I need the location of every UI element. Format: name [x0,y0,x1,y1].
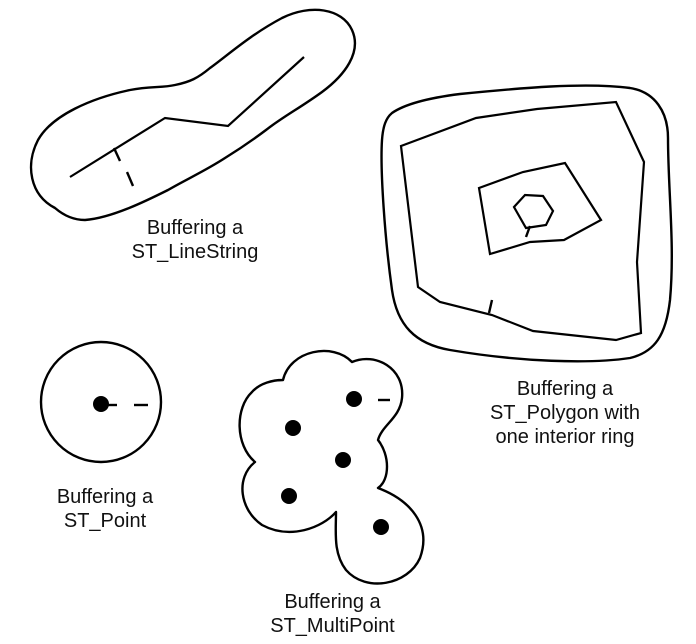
multipoint-example [238,349,425,585]
point-geometry [93,396,109,412]
caption-linestring: Buffering a ST_LineString [131,217,259,263]
polygon-interior-ring [512,193,555,230]
multipoint-geometry-point [346,391,362,407]
point-buffer-circle [39,340,163,464]
multipoint-geometry-point [335,452,351,468]
linestring-buffer-distance-mark [125,171,135,187]
multipoint-buffer-outline [238,349,425,585]
polygon-example [380,84,673,363]
polygon-buffer-distance-mark [487,299,494,314]
linestring-buffer-outline [29,8,357,222]
polygon-exterior-ring [399,100,646,342]
point-example [39,340,163,464]
multipoint-geometry-point [281,488,297,504]
linestring-buffer-distance-mark [112,147,122,162]
linestring-geometry [69,56,305,178]
caption-polygon: Buffering a ST_Polygon with one interior… [489,378,641,448]
polygon-interior-ring-buffer [477,161,603,256]
multipoint-geometry-point [285,420,301,436]
linestring-example [29,8,357,222]
multipoint-geometry-point [373,519,389,535]
caption-multipoint: Buffering a ST_MultiPoint [270,591,395,637]
caption-point: Buffering a ST_Point [56,486,154,532]
polygon-interior-distance-mark [524,225,532,238]
polygon-buffer-outline [380,84,673,363]
